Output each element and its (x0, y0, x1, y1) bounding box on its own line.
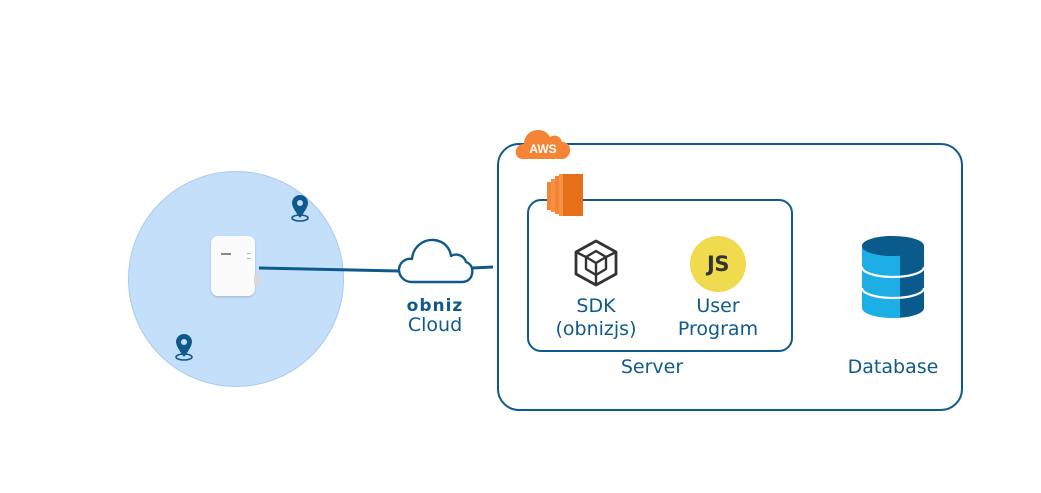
js-icon: JS (690, 236, 746, 292)
cube-icon (574, 239, 618, 287)
user-program-label-line1: User (696, 295, 740, 317)
ec2-instance-icon (547, 174, 583, 216)
cloud-icon (397, 238, 474, 284)
cloud-to-aws-line (471, 265, 494, 270)
sdk-label-line1: SDK (576, 295, 616, 317)
database-icon (860, 236, 926, 318)
aws-badge-text: AWS (529, 142, 556, 156)
js-icon-text: JS (707, 252, 729, 276)
cloud-label: Cloud (407, 314, 463, 336)
obniz-brand-text: obniz (406, 296, 464, 316)
location-pin-icon (291, 195, 309, 222)
obniz-device (211, 236, 255, 296)
server-label: Server (620, 356, 684, 378)
device-to-cloud-line (258, 266, 400, 273)
server-container (527, 199, 793, 352)
sdk-label-line2: (obnizjs) (555, 318, 637, 340)
database-label: Database (847, 356, 939, 378)
user-program-label-line2: Program (677, 318, 759, 340)
location-pin-icon (175, 334, 193, 361)
aws-container (497, 143, 963, 411)
device-plug (254, 275, 260, 285)
aws-cloud-icon: AWS (515, 130, 571, 159)
